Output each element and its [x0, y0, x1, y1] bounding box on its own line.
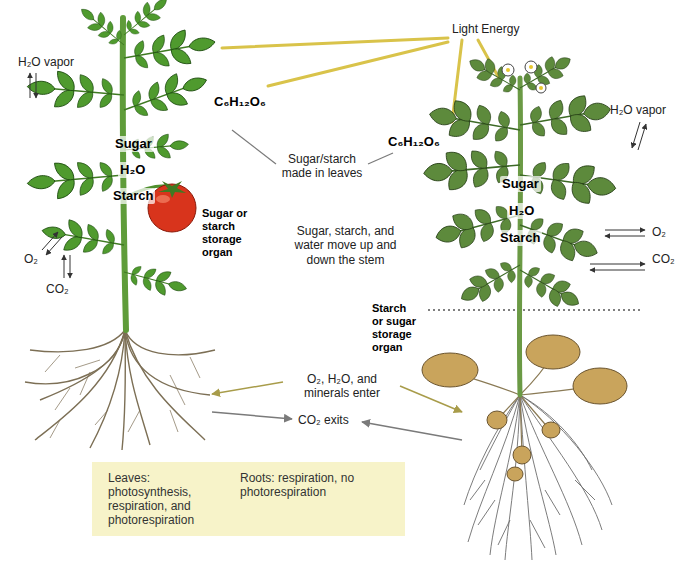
note-box: Leaves: photosynthesis, respiration, and…	[92, 462, 405, 536]
light-ray	[222, 38, 448, 48]
tuber	[573, 368, 627, 404]
sugar-label: Sugar	[500, 176, 541, 192]
oxygen-label: O₂	[652, 225, 666, 239]
potato-flowers	[502, 61, 546, 93]
tuber	[513, 446, 531, 464]
carbon-dioxide-label: CO₂	[46, 282, 69, 296]
tuber	[487, 411, 507, 429]
gas-arrow	[638, 124, 646, 150]
gas-arrow	[42, 232, 58, 250]
gas-arrow	[36, 73, 37, 98]
root-hair	[470, 480, 595, 548]
root	[520, 395, 602, 530]
flower	[536, 83, 546, 93]
flower-center	[539, 86, 543, 90]
light-energy-label: Light Energy	[452, 22, 519, 36]
tomato-calyx	[158, 181, 186, 198]
tomato-leaves	[25, 0, 218, 303]
water-label: H₂O	[507, 203, 536, 219]
potato-leaves	[422, 47, 619, 319]
tomato-leaf	[117, 61, 213, 128]
root	[35, 330, 125, 440]
root-hair	[50, 360, 178, 438]
potato-leaf	[463, 49, 528, 103]
tomato-roots	[25, 330, 215, 450]
tomato-leaf	[39, 212, 127, 264]
intake-arrow	[400, 386, 462, 412]
root	[90, 330, 125, 448]
vapor-label: H₂O vapor	[610, 103, 666, 117]
flower	[502, 64, 514, 76]
exit-arrow	[212, 412, 292, 419]
root	[30, 330, 125, 352]
flower	[525, 61, 537, 73]
flower-center	[506, 68, 510, 72]
potato-leaf	[516, 87, 614, 148]
root-hair	[45, 355, 200, 410]
root	[125, 330, 215, 355]
leader-line	[368, 153, 393, 164]
fruit-highlight	[156, 195, 170, 203]
tuber	[507, 467, 523, 481]
ground-line	[428, 309, 640, 311]
potato-leaf	[513, 47, 578, 101]
gas-arrow	[30, 73, 31, 98]
intake-arrow	[212, 382, 283, 394]
leader-line	[232, 130, 276, 164]
glucose-formula: C₆H₁₂O₆	[386, 134, 442, 150]
tomato-leaf	[25, 65, 125, 117]
storage-organ-label: Sugar or starch storage organ	[202, 207, 264, 259]
potato-leaf	[512, 255, 587, 318]
tomato-leaf	[120, 258, 190, 303]
gas-arrow	[605, 236, 645, 237]
starch-label: Starch	[111, 188, 155, 204]
gas-arrow	[632, 122, 640, 148]
vapor-label: H₂O vapor	[18, 55, 74, 69]
root	[122, 330, 125, 450]
tuber	[422, 353, 478, 387]
root	[25, 330, 125, 384]
roots-note: Roots: respiration, no photorespiration	[240, 471, 365, 527]
root	[125, 330, 205, 440]
transport-note: Sugar, starch, and water move up and dow…	[283, 224, 408, 267]
gas-arrow	[46, 237, 62, 255]
gas-arrow	[590, 270, 645, 271]
tomato-leaf	[73, 0, 132, 55]
tomato-leaf	[120, 21, 218, 78]
gas-arrow	[70, 255, 71, 278]
tuber	[542, 422, 560, 438]
light-ray	[268, 42, 448, 86]
gas-arrow	[605, 230, 645, 231]
leaves-note: Leaves: photosynthesis, respiration, and…	[108, 471, 218, 527]
potato-leaf	[453, 250, 528, 313]
exit-arrow	[362, 422, 462, 440]
flower-center	[529, 65, 533, 69]
leaf-note: Sugar/starch made in leaves	[272, 152, 372, 181]
gas-arrow	[64, 255, 65, 278]
intake-note: O₂, H₂O, and minerals enter	[287, 372, 397, 401]
oxygen-label: O₂	[24, 252, 38, 266]
root	[520, 395, 592, 470]
exit-note: CO₂ exits	[298, 413, 349, 427]
water-label: H₂O	[118, 162, 147, 178]
root	[464, 395, 520, 505]
gas-arrow	[590, 264, 645, 265]
gas-arrows	[590, 122, 646, 270]
starch-label: Starch	[498, 230, 542, 246]
sugar-label: Sugar	[113, 136, 154, 152]
leader-lines	[212, 130, 462, 440]
gas-arrows	[30, 73, 70, 278]
tomato-leaf	[116, 0, 175, 45]
tuber	[526, 335, 580, 369]
storage-organ-label: Starch or sugar storage organ	[372, 302, 419, 354]
root	[125, 330, 150, 445]
root-hairs	[45, 355, 200, 438]
glucose-formula: C₆H₁₂O₆	[212, 94, 268, 110]
carbon-dioxide-label: CO₂	[652, 252, 675, 266]
